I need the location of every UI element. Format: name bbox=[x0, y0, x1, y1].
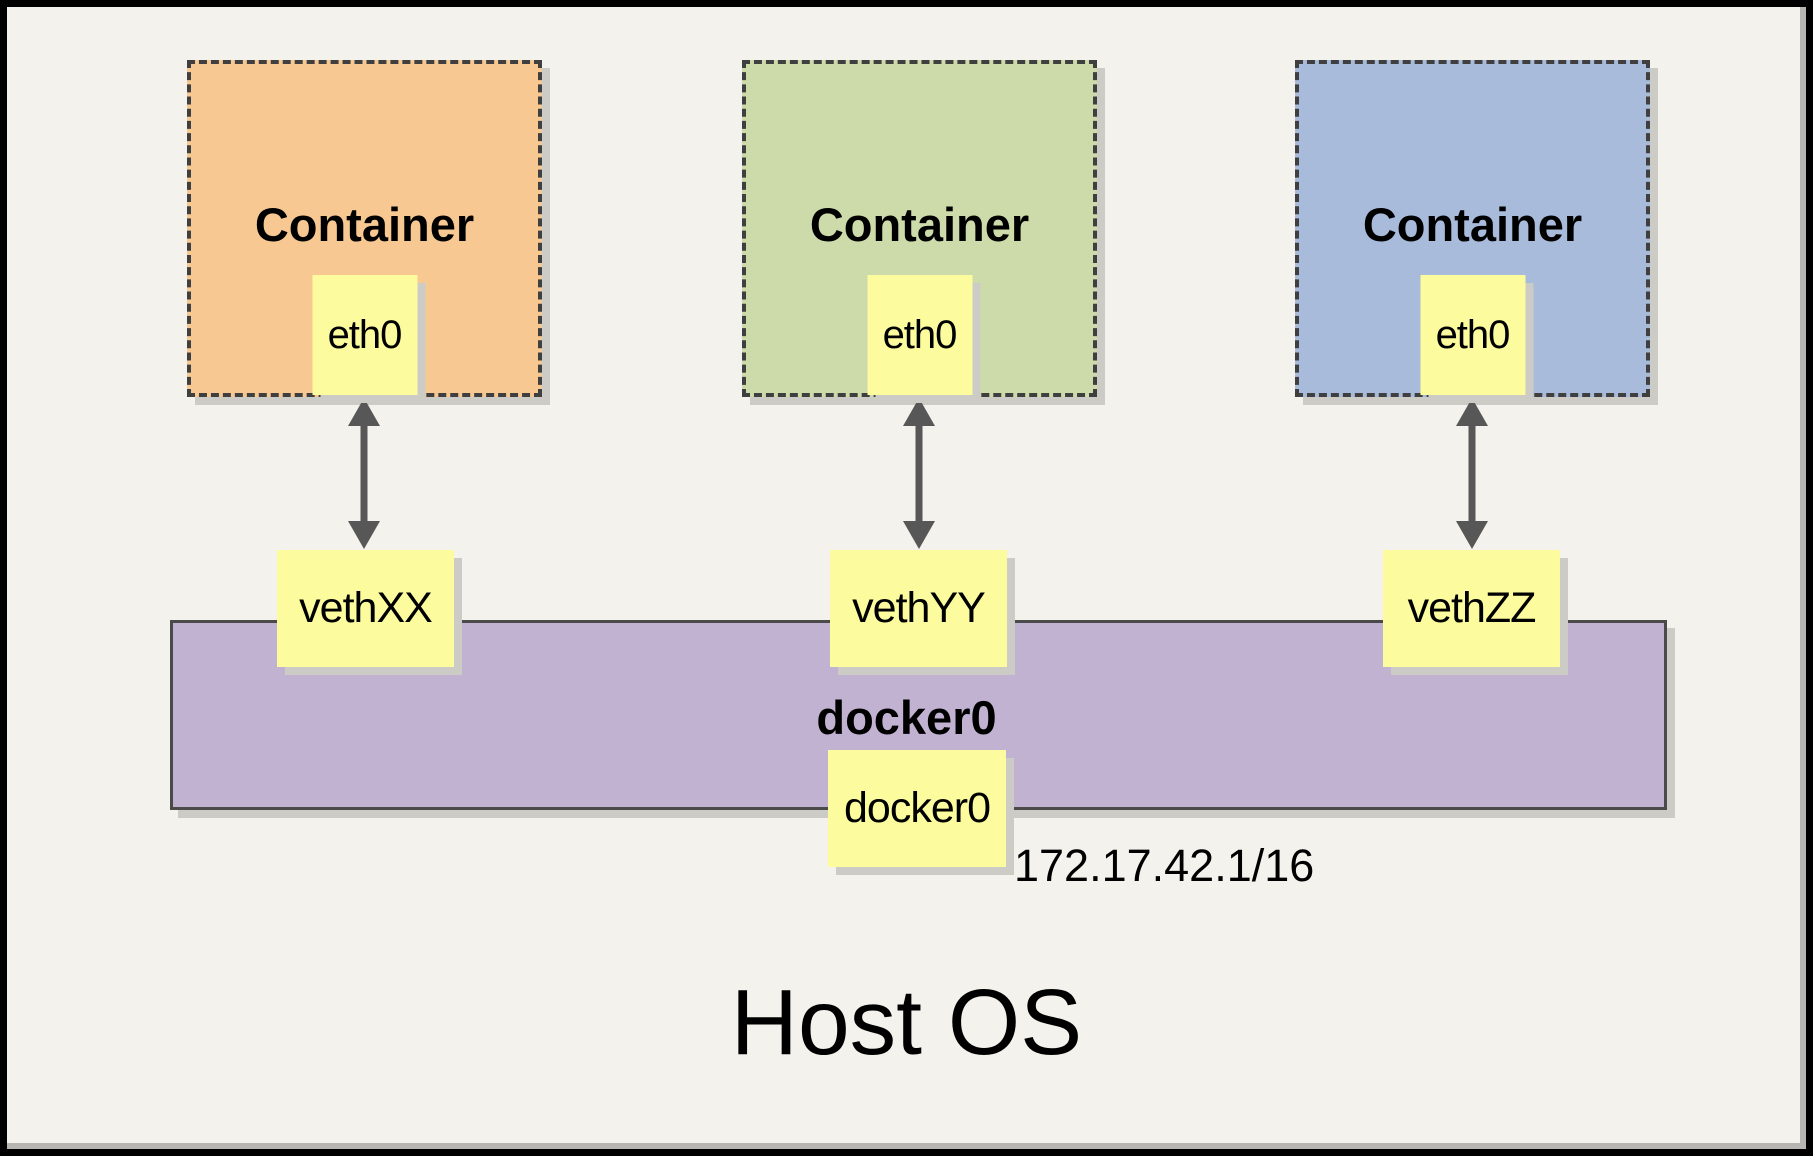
container-label-2: Container bbox=[809, 197, 1030, 251]
eth0-box-1: eth0 bbox=[312, 275, 417, 395]
arrow-shaft bbox=[915, 422, 923, 525]
eth0-label-2: eth0 bbox=[882, 312, 958, 357]
arrow-up-icon bbox=[348, 398, 380, 426]
arrow-shaft bbox=[360, 422, 368, 525]
bridge-ip-address: 172.17.42.1/16 bbox=[1014, 840, 1315, 891]
double-arrow-1 bbox=[347, 398, 381, 549]
arrow-up-icon bbox=[1456, 398, 1488, 426]
veth-label-1: vethXX bbox=[299, 584, 433, 632]
veth-box-3: vethZZ bbox=[1383, 550, 1560, 667]
bridge-interface-box: docker0 bbox=[828, 750, 1006, 867]
eth0-box-2: eth0 bbox=[867, 275, 972, 395]
arrow-down-icon bbox=[903, 521, 935, 549]
arrow-up-icon bbox=[903, 398, 935, 426]
arrow-down-icon bbox=[1456, 521, 1488, 549]
eth0-box-3: eth0 bbox=[1420, 275, 1525, 395]
double-arrow-2 bbox=[902, 398, 936, 549]
container-box-3: Container eth0 bbox=[1295, 60, 1650, 397]
veth-label-3: vethZZ bbox=[1407, 584, 1537, 632]
veth-box-2: vethYY bbox=[830, 550, 1007, 667]
container-label-3: Container bbox=[1362, 197, 1583, 251]
bridge-interface-label: docker0 bbox=[844, 784, 991, 832]
host-os-label: Host OS bbox=[730, 970, 1083, 1074]
double-arrow-3 bbox=[1455, 398, 1489, 549]
arrow-down-icon bbox=[348, 521, 380, 549]
eth0-label-1: eth0 bbox=[327, 312, 403, 357]
container-box-1: Container eth0 bbox=[187, 60, 542, 397]
container-box-2: Container eth0 bbox=[742, 60, 1097, 397]
bridge-name-label: docker0 bbox=[816, 691, 997, 744]
container-label-1: Container bbox=[254, 197, 475, 251]
veth-label-2: vethYY bbox=[852, 584, 986, 632]
veth-box-1: vethXX bbox=[277, 550, 454, 667]
eth0-label-3: eth0 bbox=[1435, 312, 1511, 357]
arrow-shaft bbox=[1468, 422, 1476, 525]
